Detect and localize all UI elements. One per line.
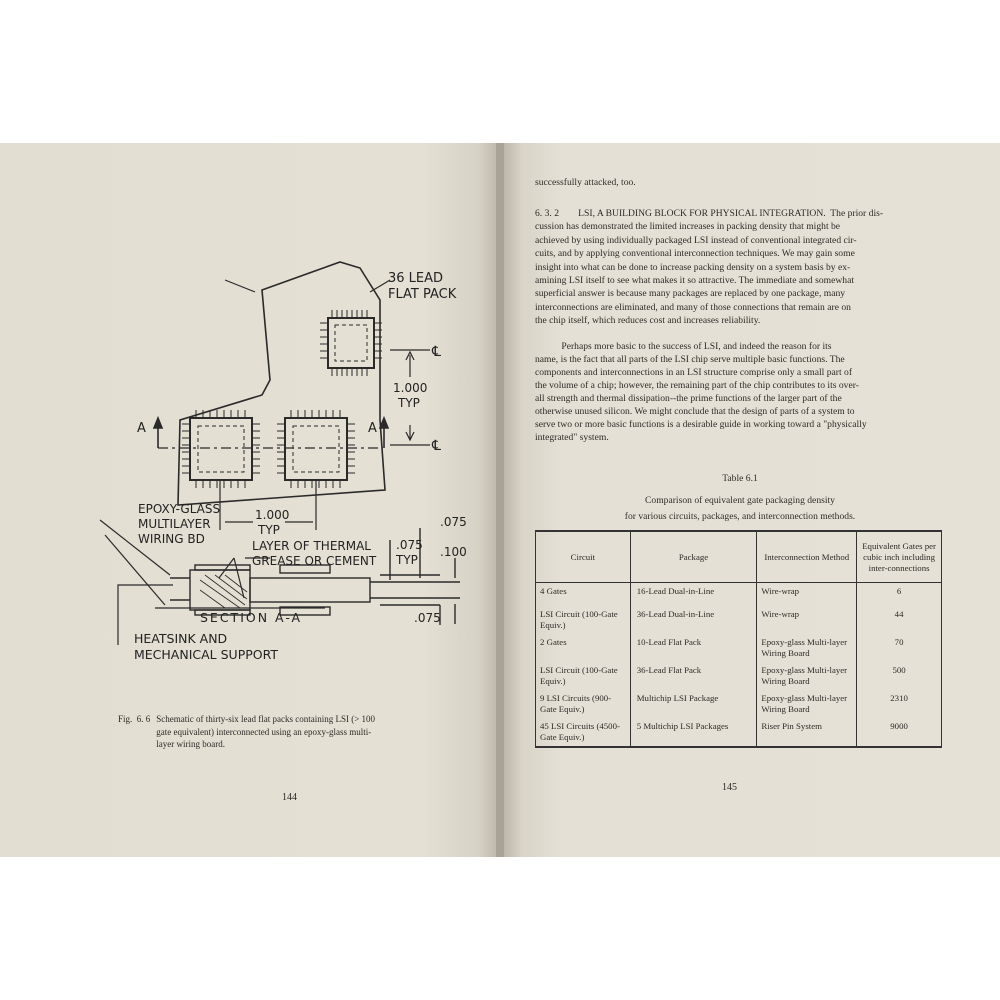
chip-lower-right [284,417,348,481]
cell-package: 36-Lead Dual-in-Line [629,606,758,634]
cell-circuit: LSI Circuit (100-Gate Equiv.) [535,606,631,634]
text-line: Perhaps more basic to the success of LSI… [535,341,832,352]
label-dim-100: .100 [440,545,467,559]
label-thermal-2: GREASE OR CEMENT [252,554,377,568]
label-dim-075-typ-1: .075 [396,538,423,552]
section-marker: A [137,421,146,436]
text-line: 6. 3. 2 LSI, A BUILDING BLOCK FOR PHYSIC… [535,208,884,219]
caption-line: layer wiring board. [156,739,225,749]
paragraph-2: Perhaps more basic to the success of LSI… [535,340,955,444]
cell-gates: 44 [856,606,942,634]
label-flat-pack-2: FLAT PACK [388,287,457,302]
caption-line: gate equivalent) interconnected using an… [156,726,372,737]
flat-pack-schematic: 36 LEAD FLAT PACK ℄ ℄ 1.000 TYP A A 1.00… [99,261,467,662]
header-gates: Equivalent Gates per cubic inch includin… [856,531,942,583]
header-interconnection: Interconnection Method [756,531,858,583]
text-line: achieved by using individually packaged … [535,234,857,246]
cell-package: 36-Lead Flat Pack [629,662,758,690]
caption-label: Fig. 6. 6 [118,714,151,724]
packaging-density-table: Circuit Package Interconnection Method E… [535,530,942,748]
label-dim-vertical-1: 1.000 [393,381,427,395]
cell-package: 5 Multichip LSI Packages [629,718,758,747]
text-line: amining LSI itself to see what makes it … [535,275,854,287]
label-board-3: WIRING BD [138,532,205,546]
book-gutter [496,143,504,857]
cell-circuit: 45 LSI Circuits (4500-Gate Equiv.) [535,718,631,747]
cell-interconnection: Epoxy-glass Multi-layer Wiring Board [756,634,858,662]
chip-lower-left [189,417,253,481]
text-line: cussion has demonstrated the limited inc… [535,221,841,233]
table-title: Table 6.1 [722,473,758,484]
caption-line: Schematic of thirty-six lead flat packs … [156,714,376,724]
label-dim-vertical-2: TYP [397,396,420,410]
page-number-right: 145 [722,782,737,793]
table-row: 9 LSI Circuits (900-Gate Equiv.)Multichi… [535,690,942,718]
label-heatsink-2: MECHANICAL SUPPORT [134,647,278,662]
label-dim-075-bottom: .075 [414,611,441,625]
cell-circuit: 2 Gates [535,634,631,662]
table-row: LSI Circuit (100-Gate Equiv.)36-Lead Fla… [535,662,942,690]
cell-gates: 2310 [856,690,942,718]
label-flat-pack-1: 36 LEAD [388,271,443,286]
section-marker: A [368,421,377,436]
label-thermal-1: LAYER OF THERMAL [252,539,371,553]
cell-circuit: LSI Circuit (100-Gate Equiv.) [535,662,631,690]
centerline-label: ℄ [431,344,441,360]
cell-interconnection: Epoxy-glass Multi-layer Wiring Board [756,690,858,718]
header-circuit: Circuit [535,531,631,583]
text-line: integrated" system. [535,432,609,443]
continuation-line: successfully attacked, too. [535,177,636,188]
text-line: the volume of a chip; however, the remai… [535,380,859,391]
label-section: SECTION A-A [200,610,302,625]
cell-package: 16-Lead Dual-in-Line [629,582,758,606]
text-line: serve two or more basic functions is a d… [535,419,867,430]
text-line: insight into what can be done to increas… [535,261,851,273]
text-line: interconnections are eliminated, and man… [535,301,851,313]
cell-circuit: 4 Gates [535,582,631,606]
label-dim-horizontal-1: 1.000 [255,508,289,522]
table-subtitle-line: for various circuits, packages, and inte… [624,511,856,522]
label-heatsink-1: HEATSINK AND [134,631,227,646]
label-board-1: EPOXY-GLASS [138,502,220,516]
cell-interconnection: Epoxy-glass Multi-layer Wiring Board [756,662,858,690]
header-package: Package [629,531,758,583]
text-line: otherwise unused silicon. We might concl… [535,406,855,417]
cell-gates: 6 [856,582,942,606]
text-line: cuits, and by applying conventional inte… [535,248,855,260]
cell-circuit: 9 LSI Circuits (900-Gate Equiv.) [535,690,631,718]
text-line: superficial answer is because many packa… [535,288,846,300]
text-line: components and interconnections in an LS… [535,367,853,378]
label-dim-075-top: .075 [440,515,467,529]
section-6-3-2: 6. 3. 2 LSI, A BUILDING BLOCK FOR PHYSIC… [535,207,955,328]
label-dim-075-typ-2: TYP [395,553,418,567]
label-dim-horizontal-2: TYP [257,523,280,537]
label-board-2: MULTILAYER [138,517,211,531]
cell-package: Multichip LSI Package [629,690,758,718]
figure-caption: Fig. 6. 6 Schematic of thirty-six lead f… [118,713,375,751]
text-line: the chip itself, which reduces cost and … [535,315,761,327]
table-subtitle-line: Comparison of equivalent gate packaging … [645,495,835,506]
text-line: name, is the fact that all parts of the … [535,354,845,365]
chip-top [327,317,375,369]
cell-gates: 9000 [856,718,942,747]
cell-interconnection: Wire-wrap [756,582,858,606]
cell-interconnection: Wire-wrap [756,606,858,634]
table-row: LSI Circuit (100-Gate Equiv.)36-Lead Dua… [535,606,942,634]
text-line: all strength and thermal dissipation--th… [535,393,842,404]
centerline-label: ℄ [431,438,441,454]
table-row: 45 LSI Circuits (4500-Gate Equiv.)5 Mult… [535,718,942,747]
cell-gates: 500 [856,662,942,690]
board-outline [177,261,386,506]
cell-gates: 70 [856,634,942,662]
cell-package: 10-Lead Flat Pack [629,634,758,662]
cell-interconnection: Riser Pin System [756,718,858,747]
page-number-left: 144 [282,792,297,803]
